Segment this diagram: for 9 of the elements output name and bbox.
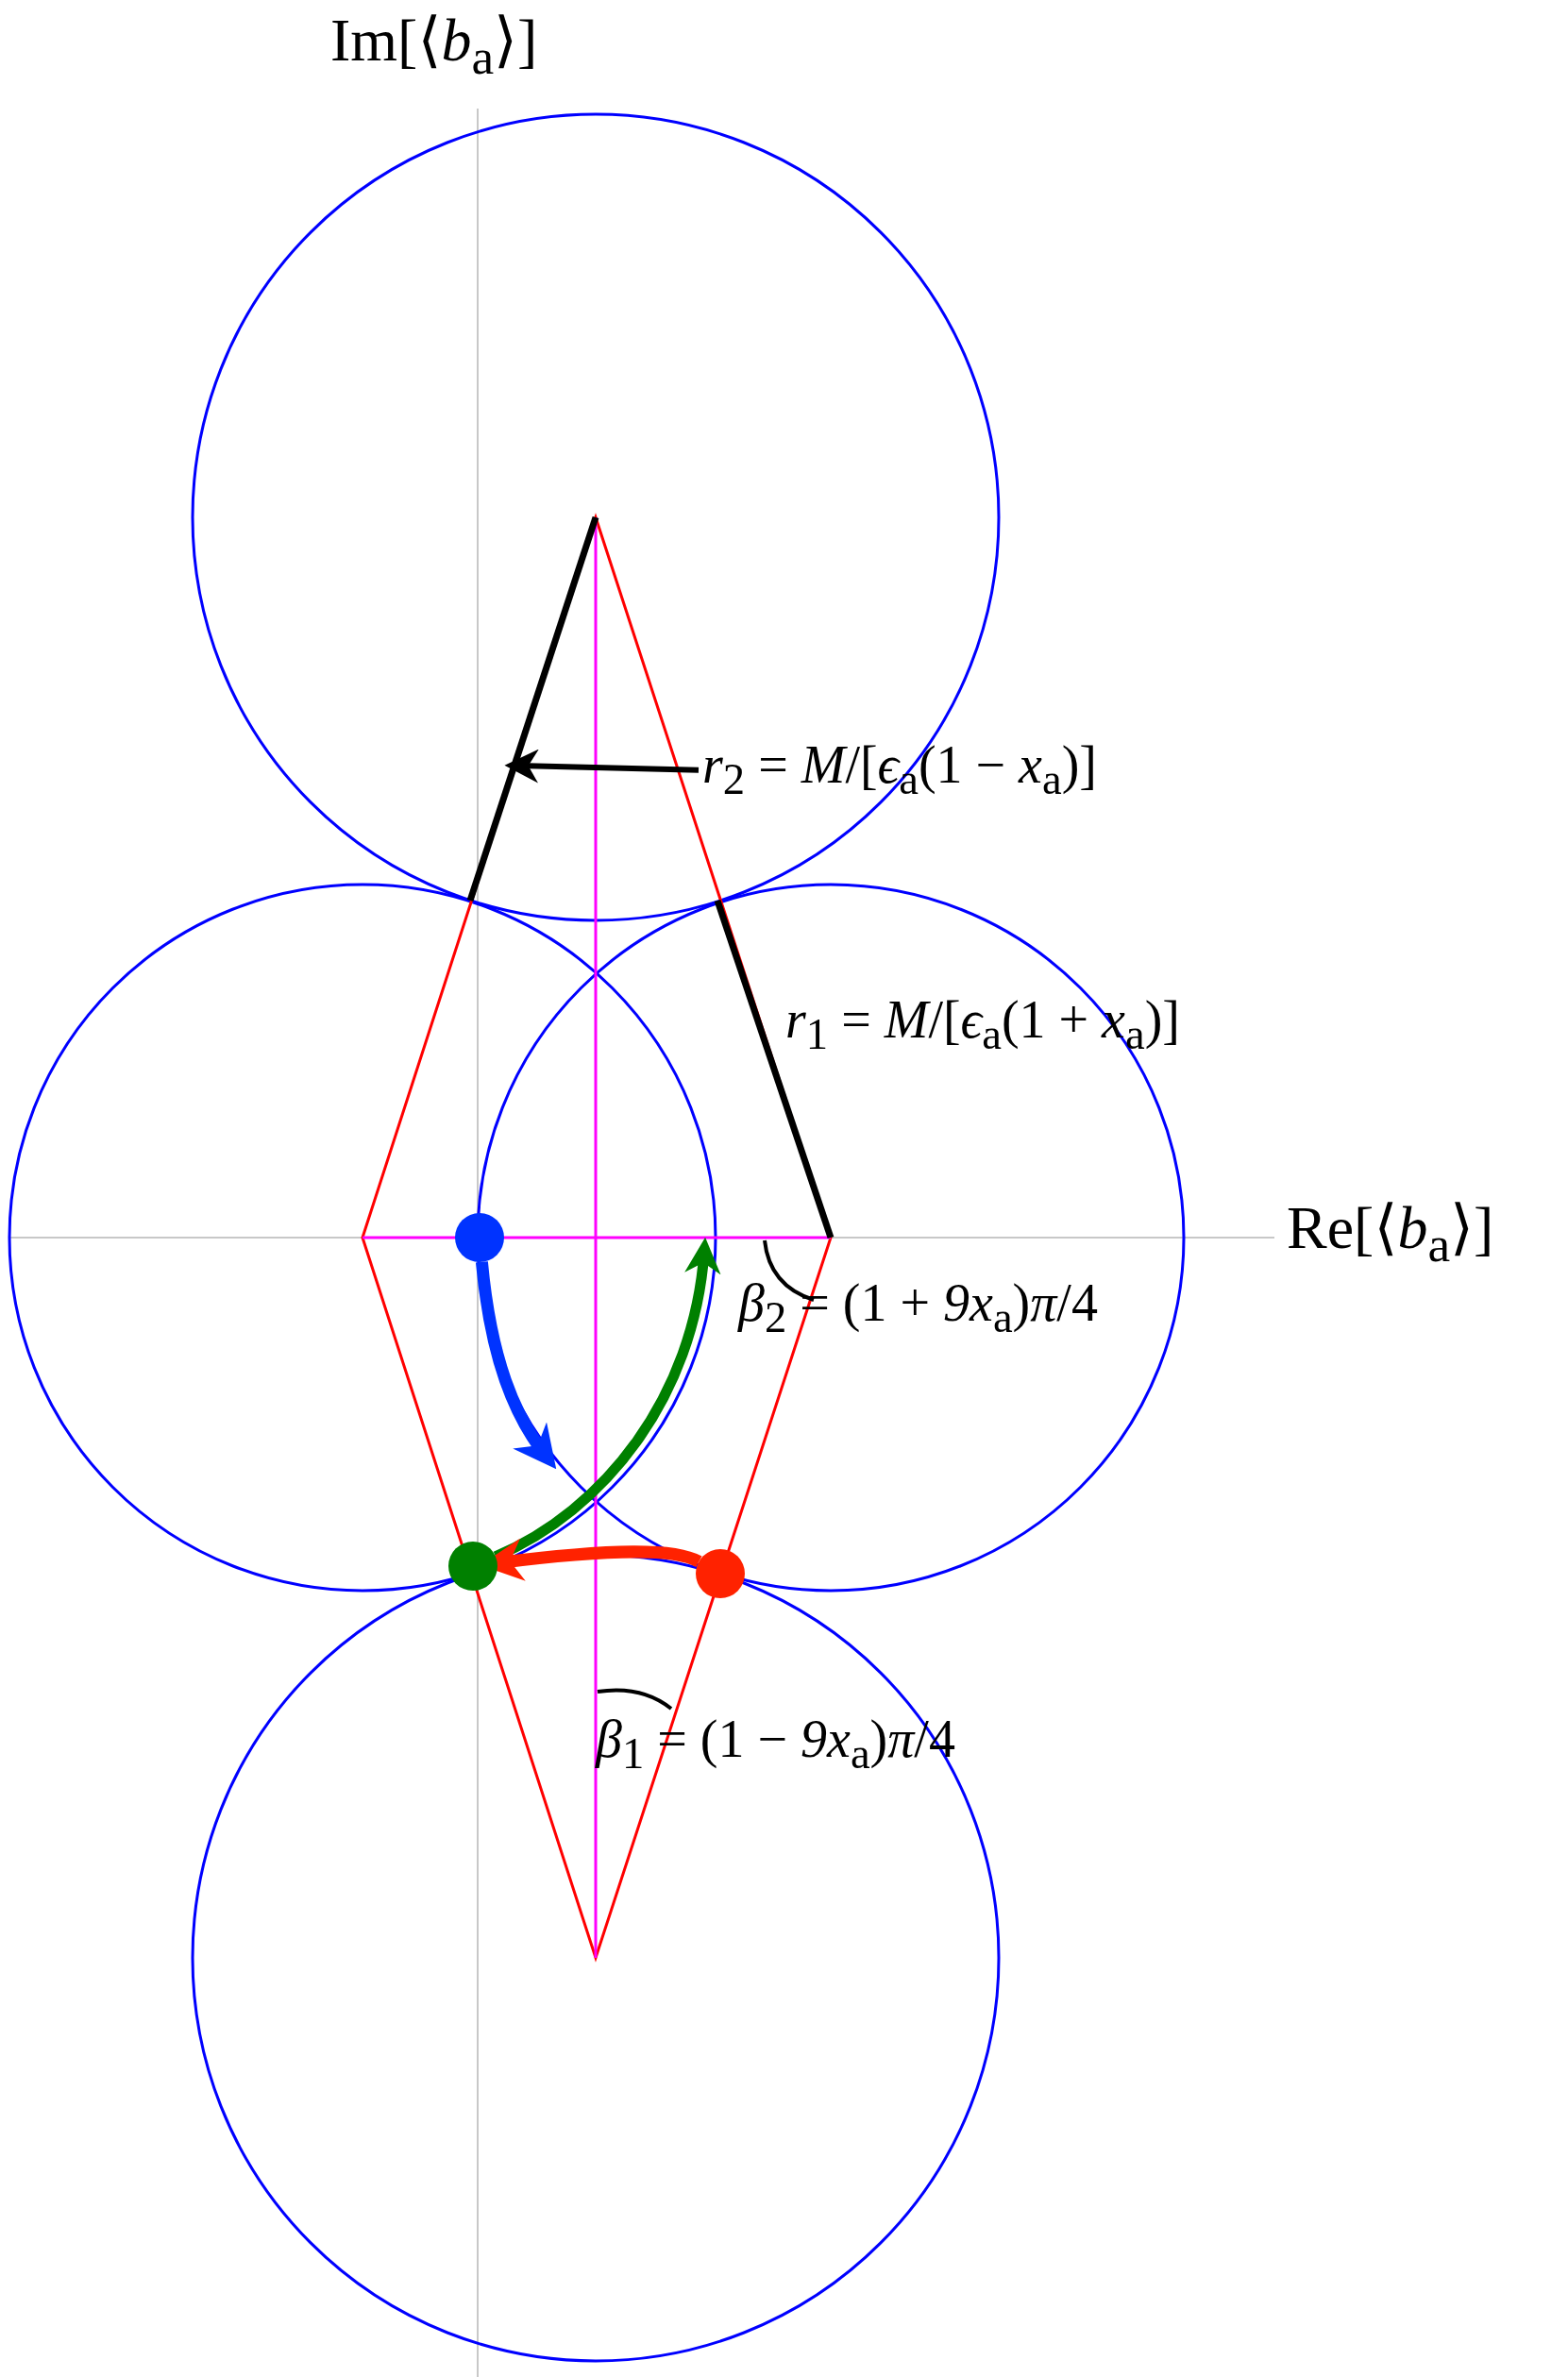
point-dot bbox=[455, 1213, 504, 1262]
axis-label: Re[⟨b$_{a}$⟩] bbox=[1287, 1195, 1494, 1273]
point-dot bbox=[696, 1549, 745, 1598]
axis-label: Im[⟨b$_{a}$⟩] bbox=[330, 8, 538, 85]
leader-arrow bbox=[504, 749, 700, 784]
arrow bbox=[475, 1261, 556, 1470]
point-dot bbox=[448, 1542, 497, 1591]
formula-label: r$_{2}$ = M/[ϵ$_{a}$(1 − x$_{a}$)] bbox=[702, 736, 1097, 804]
radius-line bbox=[466, 515, 599, 902]
